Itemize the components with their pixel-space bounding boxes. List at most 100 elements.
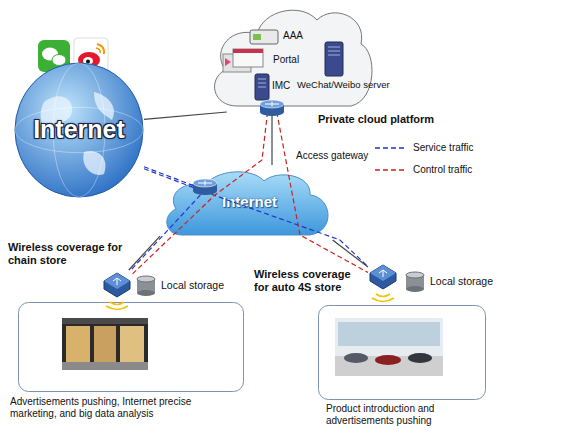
rounded-box <box>19 303 244 392</box>
showroom-window <box>338 322 440 346</box>
legend-sample <box>375 143 407 153</box>
router-base <box>193 187 217 195</box>
tower-shape <box>325 42 343 76</box>
scene-box: Advertisements pushing, Internet precise… <box>18 302 244 392</box>
window-shape <box>233 49 263 67</box>
server-node-outline <box>250 30 278 44</box>
disk-top <box>406 272 424 278</box>
ap-shape <box>104 273 130 297</box>
tower-lines <box>258 79 266 87</box>
access-point: Wireless coverage for auto 4S store <box>368 262 398 290</box>
node-text: Advertisements pushing, Internet precise… <box>10 396 225 420</box>
store-photo <box>62 318 148 370</box>
server-node: AAA <box>250 30 278 44</box>
ap-shape <box>370 265 396 289</box>
node-text: Local storage <box>161 279 224 292</box>
router-body <box>260 104 284 112</box>
scene-box: Product introduction and advertisements … <box>318 305 486 400</box>
car <box>408 353 432 363</box>
signal-wave <box>372 298 394 302</box>
router-top <box>260 100 284 108</box>
node-text: Internet <box>222 193 277 211</box>
router-arrows <box>265 102 279 107</box>
photo-frame <box>62 318 148 370</box>
wechat-bubble <box>52 55 66 66</box>
ap-mark <box>113 278 121 285</box>
car <box>375 355 401 365</box>
parallel <box>15 107 143 152</box>
network-link <box>333 240 368 267</box>
storage-node-outline <box>406 272 424 292</box>
cloud-shape <box>167 172 328 235</box>
disk-base <box>406 286 424 292</box>
access-point-outline <box>102 270 132 298</box>
service-traffic <box>131 167 205 270</box>
node-text: WeChat/Weibo server <box>297 79 390 90</box>
signal-wave <box>110 302 124 305</box>
rounded-box <box>319 306 486 400</box>
signal-wave <box>106 306 128 310</box>
node-text: Wireless coverage for auto 4S store <box>254 268 366 294</box>
ap-mark <box>379 270 387 277</box>
storage-node: Local storage <box>137 276 155 296</box>
router-icon <box>193 179 217 195</box>
node-text: Local storage <box>430 275 493 288</box>
tower-shape <box>255 74 269 100</box>
internet-cloud: Internet <box>160 165 335 240</box>
shop-window <box>66 326 90 362</box>
ap-top <box>104 273 130 289</box>
weibo-arc <box>96 48 100 53</box>
scene-box-outline <box>18 302 244 392</box>
portal-arrow <box>225 58 231 66</box>
node-text: Portal <box>273 54 299 66</box>
access-point: Wireless coverage for chain store <box>102 270 132 298</box>
router-arrows <box>198 181 212 186</box>
network-link <box>129 236 160 270</box>
window-bar <box>233 49 263 53</box>
shop-window <box>120 326 144 362</box>
portal-node: Portal <box>223 48 267 72</box>
router-body <box>193 183 217 191</box>
gateway-label: Access gateway <box>296 150 368 162</box>
node-text: Wireless coverage for chain store <box>8 241 123 267</box>
weibo-arc <box>97 44 104 54</box>
router-top <box>193 179 217 187</box>
access-point-outline <box>368 262 398 290</box>
legend-line <box>375 147 407 148</box>
node-text: Private cloud platform <box>318 113 434 126</box>
cloud-shape <box>215 10 372 106</box>
network-link <box>144 112 227 119</box>
showroom-photo <box>335 318 443 376</box>
internet-globe: Internet <box>14 62 144 198</box>
shop-window <box>94 326 116 362</box>
scene-box-outline <box>318 305 486 400</box>
node-text: Product introduction and advertisements … <box>326 403 491 427</box>
node-text: IMC <box>272 80 290 92</box>
private-cloud: Private cloud platformAAAPortalIMCWeChat… <box>205 0 375 112</box>
legend-sample <box>375 165 407 175</box>
storage-node: Local storage <box>406 272 424 292</box>
service-traffic <box>144 169 368 267</box>
ap-top <box>370 265 396 281</box>
legend-line <box>375 169 407 170</box>
weibo-eye <box>86 60 90 64</box>
portal-node-outline <box>223 48 267 72</box>
legend-row: Service traffic <box>375 142 473 153</box>
photo-frame <box>335 318 443 376</box>
car <box>344 353 368 363</box>
server-node-outline <box>325 42 343 76</box>
router-base <box>260 108 284 116</box>
network-link <box>271 112 272 165</box>
disk-top <box>137 276 155 282</box>
server-node: IMC <box>255 74 269 100</box>
disk-base <box>137 290 155 296</box>
node-text: Internet <box>14 114 144 144</box>
router-icon <box>260 100 284 116</box>
legend-text: Service traffic <box>413 142 473 153</box>
legend-row: Control traffic <box>375 164 472 175</box>
storage-node-outline <box>137 276 155 296</box>
shop-sign <box>62 318 148 324</box>
